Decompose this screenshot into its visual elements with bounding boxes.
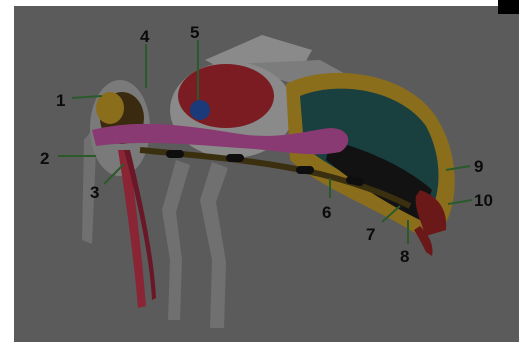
middle-leg (162, 160, 190, 320)
label-6: 6 (322, 203, 331, 222)
hind-leg (200, 162, 228, 328)
label-9: 9 (474, 157, 483, 176)
label-8: 8 (400, 247, 409, 266)
label-3: 3 (90, 183, 99, 202)
label-10: 10 (474, 191, 493, 210)
label-2: 2 (40, 149, 49, 168)
label-7: 7 (366, 225, 375, 244)
flight-muscles (178, 64, 274, 128)
label-4: 4 (140, 27, 150, 46)
label-5: 5 (190, 23, 199, 42)
label-1: 1 (56, 91, 65, 110)
thorax-ganglion (190, 100, 210, 120)
